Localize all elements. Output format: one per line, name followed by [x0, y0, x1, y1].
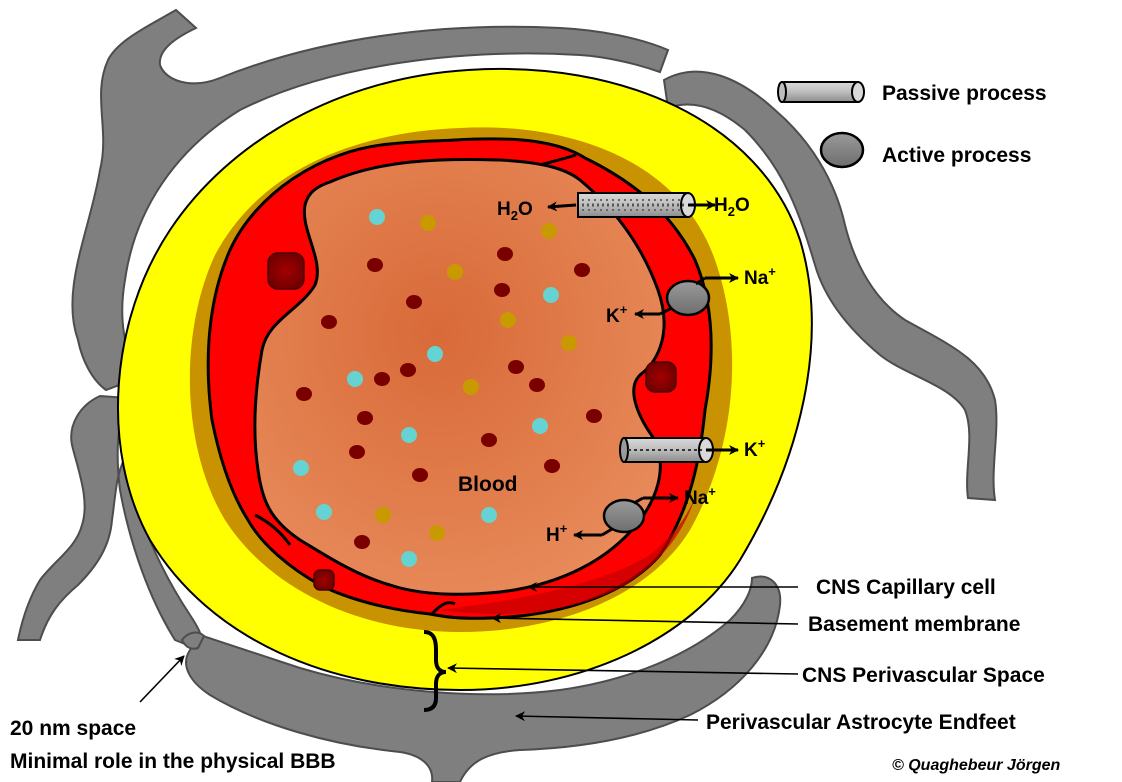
blood-label: Blood: [458, 473, 517, 496]
perivascular-space-label: CNS Perivascular Space: [802, 664, 1045, 687]
legend-active-label: Active process: [882, 144, 1031, 167]
gap-label-line1: 20 nm space: [10, 717, 136, 740]
capillary-cell-label: CNS Capillary cell: [816, 576, 996, 599]
active-process-icon: [821, 133, 863, 167]
astrocyte-endfeet-label: Perivascular Astrocyte Endfeet: [706, 711, 1016, 734]
nucleus-bottom: [314, 570, 334, 590]
copyright-label: © Quaghebeur Jörgen: [892, 757, 1060, 774]
nucleus-left: [268, 253, 304, 289]
gap-label-line2: Minimal role in the physical BBB: [10, 750, 336, 773]
blood-lumen: [255, 159, 664, 594]
water-arrow-left: [548, 205, 576, 207]
nucleus-right: [646, 362, 676, 392]
legend: Passive process Active process: [778, 82, 1047, 167]
basement-membrane-label: Basement membrane: [808, 613, 1020, 636]
gap-pointer: [140, 656, 184, 702]
legend-passive-label: Passive process: [882, 82, 1047, 105]
passive-process-icon: [778, 82, 864, 102]
